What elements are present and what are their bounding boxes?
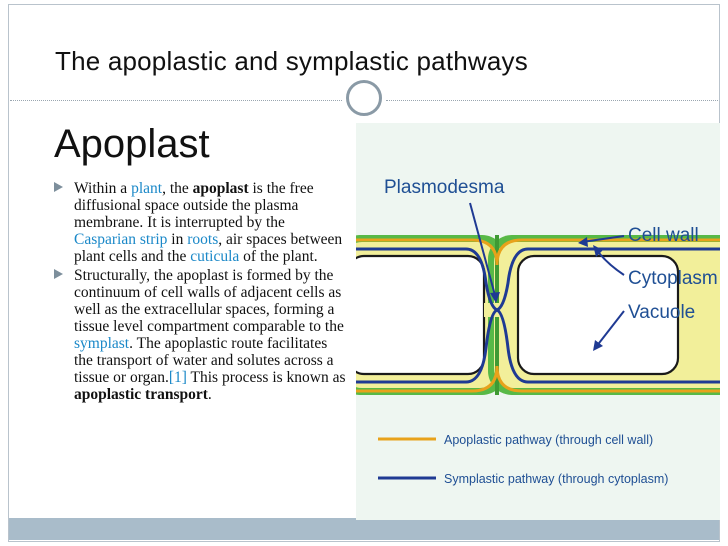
legend: Apoplastic pathway (through cell wall) S…: [378, 433, 668, 486]
bullet-text: , the: [162, 180, 193, 197]
title-divider-left: [10, 100, 342, 101]
inline-link[interactable]: plant: [131, 180, 163, 197]
title-divider-right: [386, 100, 718, 101]
bullet-item: Within a plant, the apoplast is the free…: [52, 180, 350, 265]
bullet-text: in: [167, 231, 188, 248]
inline-link[interactable]: symplast: [74, 335, 130, 352]
bullet-arrow-icon: [54, 269, 63, 279]
right-cell-vacuole: [516, 254, 680, 376]
section-heading: Apoplast: [54, 122, 210, 166]
plasmodesma-arrow: [469, 202, 497, 300]
pointer-arrows: [469, 202, 625, 351]
label-cell-wall: Cell wall: [628, 225, 699, 246]
label-plasmodesma: Plasmodesma: [384, 177, 505, 198]
inline-link[interactable]: cuticula: [190, 248, 240, 265]
bold-term: apoplast: [192, 180, 249, 197]
slide-title: The apoplastic and symplastic pathways: [55, 46, 528, 76]
apoplastic-path-bottom: [356, 365, 720, 393]
circle-ornament-icon: [346, 80, 382, 116]
bullet-text: of the plant.: [239, 248, 318, 265]
bullet-text: is the free diffusional space outside th…: [74, 180, 314, 231]
pathway-diagram: Plasmodesma Cell wall Cytoplasm Vacuole …: [356, 123, 720, 520]
inline-link[interactable]: Casparian strip: [74, 231, 168, 248]
left-cell: [356, 235, 506, 395]
bullet-text: Within a: [74, 180, 132, 197]
bullet-arrow-icon: [54, 182, 63, 192]
bullet-text: This process is known as: [186, 369, 346, 386]
cell-wall-arrow: [581, 235, 625, 243]
cell-wall-arrowhead: [578, 237, 588, 247]
vacuole-arrow: [595, 310, 625, 348]
left-cell-vacuole: [356, 254, 486, 376]
vacuole-arrowhead: [593, 340, 603, 351]
legend-apoplastic-label: Apoplastic pathway (through cell wall): [444, 433, 653, 447]
bullet-text: Structurally, the apoplast is formed by …: [74, 267, 344, 335]
plasmodesma-arrowhead: [490, 292, 500, 303]
inline-link[interactable]: [1]: [168, 369, 187, 386]
right-cell: [488, 235, 720, 395]
footer-bar: [9, 518, 719, 540]
bullet-text: .: [207, 386, 212, 403]
bold-term: apoplastic transport: [74, 386, 208, 403]
inline-link[interactable]: roots: [187, 231, 219, 248]
bullet-text: . The apoplastic route facilitates the t…: [74, 335, 334, 386]
cytoplasm-arrowhead: [593, 245, 603, 257]
legend-symplastic-label: Symplastic pathway (through cytoplasm): [444, 472, 668, 486]
bullet-list: Within a plant, the apoplast is the free…: [52, 180, 350, 405]
label-cytoplasm: Cytoplasm: [628, 268, 718, 289]
label-vacuole: Vacuole: [628, 302, 695, 323]
bullet-text: , air spaces between plant cells and the: [74, 231, 343, 265]
bullet-item: Structurally, the apoplast is formed by …: [52, 267, 350, 403]
symplastic-path-bottom: [356, 308, 720, 384]
